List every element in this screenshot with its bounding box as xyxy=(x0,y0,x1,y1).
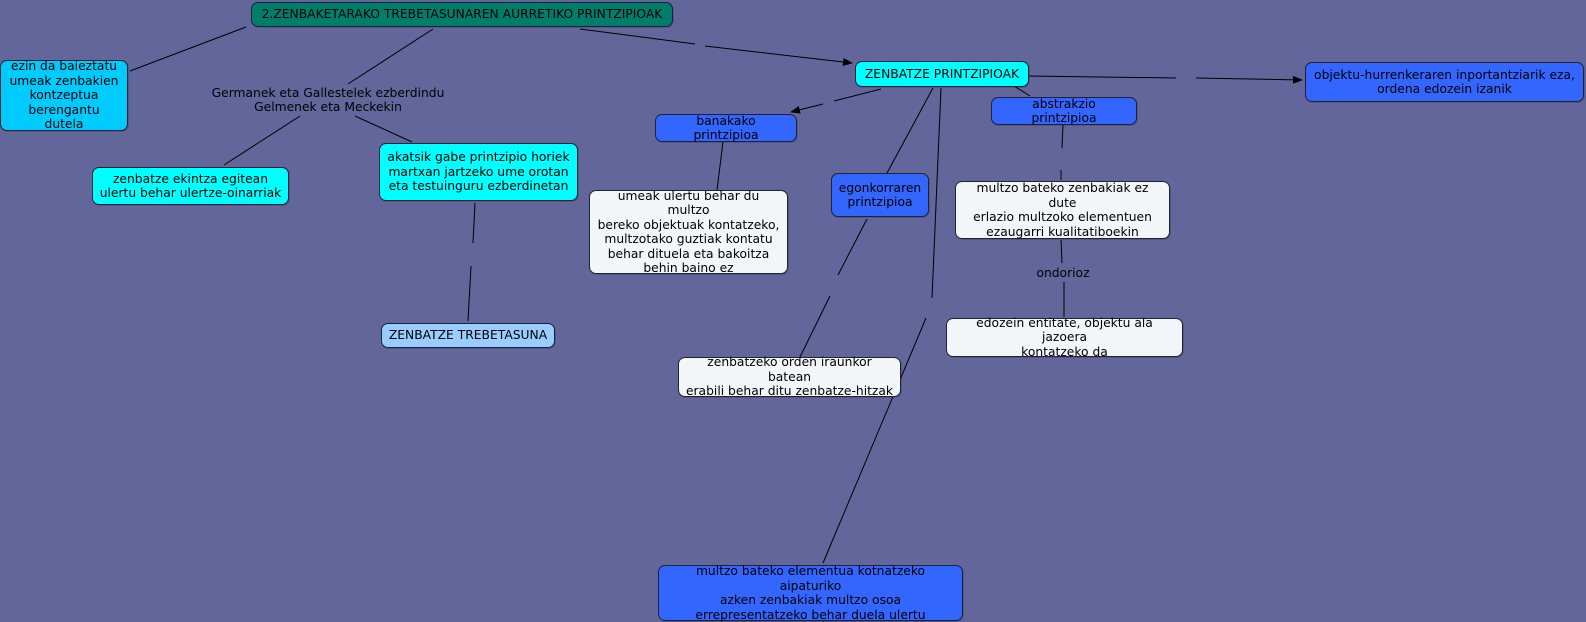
node-multzo-bateko[interactable]: multzo bateko zenbakiak ez dute erlazio … xyxy=(955,181,1170,239)
node-akatsik[interactable]: akatsik gabe printzipio horiek martxan j… xyxy=(379,143,578,201)
link-germanek-akatsik xyxy=(354,115,413,143)
link-banakako-umeak xyxy=(716,141,724,191)
node-zenbatze-printzipioak[interactable]: ZENBATZE PRINTZIPIOAK xyxy=(855,61,1029,87)
link-printzipioak-banakako-a xyxy=(833,88,882,102)
node-egonkorraren[interactable]: egonkorraren printzipioa xyxy=(831,173,929,217)
link-root-printzipioak-a xyxy=(579,28,696,45)
link-root-ezin xyxy=(129,26,247,72)
link-printzipioak-objektu-b xyxy=(1195,75,1303,84)
link-printzipioak-banakako-b xyxy=(790,103,824,114)
node-banakako[interactable]: banakako printzipioa xyxy=(655,114,797,142)
node-ezin[interactable]: ezin da baieztatu umeak zenbakien kontze… xyxy=(0,59,128,131)
link-printzipioak-azken-a xyxy=(931,87,942,299)
label-ondorioz: ondorioz xyxy=(1036,265,1090,280)
node-zenbatzeko-orden[interactable]: zenbatzeko orden iraunkor batean erabili… xyxy=(678,355,901,398)
link-abstrakzio-multzo-a xyxy=(1061,124,1064,149)
link-akatsik-trebetasuna-b xyxy=(467,265,472,322)
link-printzipioak-azken-b xyxy=(822,317,927,564)
node-azken[interactable]: multzo bateko elementua kotnatzeko aipat… xyxy=(658,564,963,622)
link-egonkorraren-orden-a xyxy=(837,218,868,276)
link-egonkorraren-orden-b xyxy=(799,295,831,358)
label-germanek: Germanek eta Gallestelek ezberdindu Gelm… xyxy=(211,85,445,115)
link-germanek-ekintza xyxy=(223,115,301,166)
node-root[interactable]: 2.ZENBAKETARAKO TREBETASUNAREN AURRETIKO… xyxy=(251,2,673,27)
link-akatsik-trebetasuna-a xyxy=(472,202,476,244)
link-root-germanek xyxy=(347,28,434,85)
node-umeak[interactable]: umeak ulertu behar du multzo bereko obje… xyxy=(589,189,788,275)
node-edozein[interactable]: edozein entitate, objektu ala jazoera ko… xyxy=(946,316,1183,359)
link-printzipioak-objektu-a xyxy=(1027,75,1177,79)
link-multzo-ondorioz xyxy=(1060,239,1063,264)
node-zenbatze-trebetasuna[interactable]: ZENBATZE TREBETASUNA xyxy=(381,323,555,348)
link-printzipioak-egonkorraren xyxy=(886,87,934,174)
link-printzipioak-abstrakzio xyxy=(1013,85,1031,97)
node-objektu[interactable]: objektu-hurrenkeraren inportantziarik ez… xyxy=(1305,62,1584,102)
link-root-printzipioak-b xyxy=(704,45,853,66)
node-abstrakzio[interactable]: abstrakzio printzipioa xyxy=(991,97,1137,125)
node-zenbatze-ekintza[interactable]: zenbatze ekintza egitean ulertu behar ul… xyxy=(92,167,289,205)
